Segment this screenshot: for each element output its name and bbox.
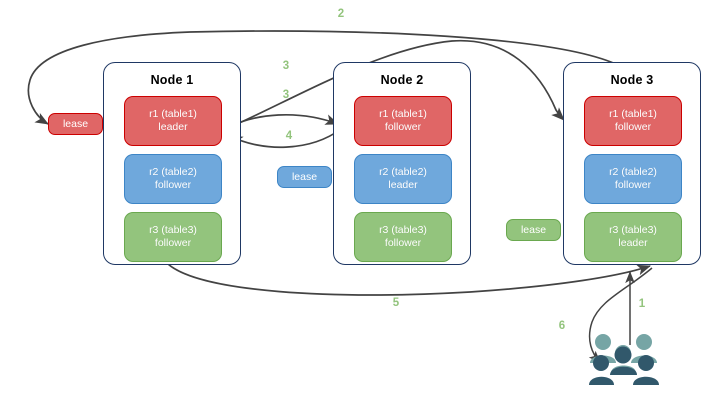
replica-name: r1 (table1) [379,108,427,120]
replica-role: follower [154,237,192,249]
replica-role: follower [614,121,652,133]
replica-role: leader [618,237,648,249]
node-box-node-3[interactable]: Node 3 r1 (table1) follower r2 (table2) … [563,62,701,265]
replica-role: leader [158,121,188,133]
step-label-1: 1 [638,298,646,310]
node-title-node-2: Node 2 [380,73,424,87]
node-box-node-2[interactable]: Node 2 r1 (table1) follower r2 (table2) … [333,62,471,265]
replica-role: follower [384,237,422,249]
replica-name: r2 (table2) [379,166,427,178]
replica-name: r3 (table3) [379,224,427,236]
replica-n1-r2[interactable]: r2 (table2) follower [124,154,222,204]
step-label-2: 2 [337,8,345,20]
replica-n3-r3[interactable]: r3 (table3) leader [584,212,682,262]
replica-n1-r1[interactable]: r1 (table1) leader [124,96,222,146]
step-label-5: 5 [392,297,400,309]
replica-n1-r3[interactable]: r3 (table3) follower [124,212,222,262]
replica-name: r2 (table2) [609,166,657,178]
edge-step-5 [167,263,651,296]
lease-box-blue[interactable]: lease [277,166,332,188]
lease-box-green[interactable]: lease [506,219,561,241]
replica-n2-r1[interactable]: r1 (table1) follower [354,96,452,146]
step-label-3a: 3 [282,60,290,72]
replica-n2-r3[interactable]: r3 (table3) follower [354,212,452,262]
node-title-node-1: Node 1 [150,73,194,87]
replica-role: leader [388,179,418,191]
replica-name: r2 (table2) [149,166,197,178]
replica-name: r1 (table1) [149,108,197,120]
node-title-node-3: Node 3 [610,73,654,87]
replica-n2-r2[interactable]: r2 (table2) leader [354,154,452,204]
lease-box-red[interactable]: lease [48,113,103,135]
replica-role: follower [384,121,422,133]
replica-n3-r1[interactable]: r1 (table1) follower [584,96,682,146]
step-label-6: 6 [558,320,566,332]
replica-name: r3 (table3) [609,224,657,236]
lease-label: lease [520,224,547,236]
lease-label: lease [62,118,89,130]
step-label-4: 4 [285,130,293,142]
clients-people-icon [589,334,659,385]
replica-role: follower [154,179,192,191]
replica-name: r3 (table3) [149,224,197,236]
replica-n3-r2[interactable]: r2 (table2) follower [584,154,682,204]
replica-role: follower [614,179,652,191]
replica-name: r1 (table1) [609,108,657,120]
node-box-node-1[interactable]: Node 1 r1 (table1) leader r2 (table2) fo… [103,62,241,265]
step-label-3b: 3 [282,89,290,101]
lease-label: lease [291,171,318,183]
